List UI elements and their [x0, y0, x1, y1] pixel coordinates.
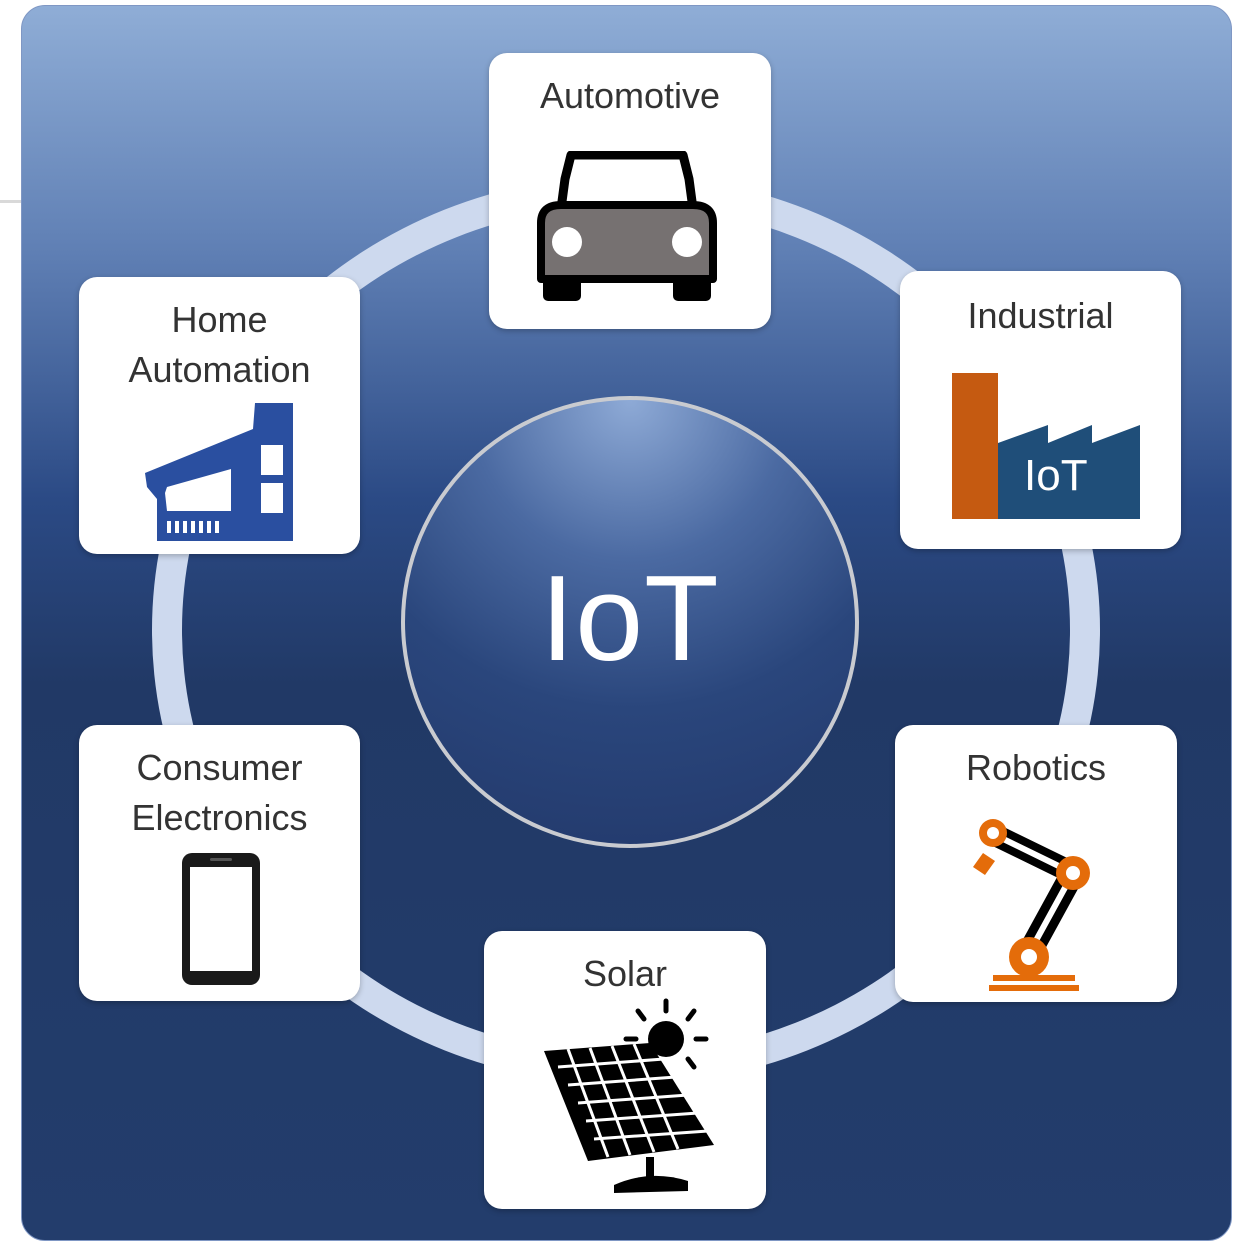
node-consumer-electronics: Consumer Electronics	[79, 725, 360, 1001]
node-industrial-title: Industrial	[967, 295, 1114, 336]
node-automotive-title: Automotive	[539, 75, 721, 116]
solar-panel-icon	[544, 998, 714, 1193]
node-home-automation-title: Home Automation	[128, 299, 311, 390]
node-home-automation: Home Automation	[79, 277, 360, 554]
factory-badge: IoT	[1024, 451, 1088, 500]
hub-label: IoT	[540, 550, 720, 686]
node-automotive: Automotive	[489, 53, 771, 329]
node-industrial: Industrial IoT	[900, 271, 1181, 549]
node-solar-title: Solar	[582, 953, 668, 994]
node-robotics: Robotics	[895, 725, 1177, 1002]
node-solar: Solar	[484, 931, 766, 1209]
node-robotics-title: Robotics	[965, 747, 1107, 788]
robot-arm-icon	[973, 819, 1090, 991]
smartphone-icon	[182, 853, 260, 985]
factory-icon	[952, 373, 1140, 519]
iot-hub: IoT	[401, 396, 859, 848]
smart-home-icon	[145, 403, 293, 541]
node-consumer-electronics-title: Consumer Electronics	[131, 747, 308, 838]
car-icon	[537, 151, 717, 301]
background-divider	[0, 200, 22, 203]
